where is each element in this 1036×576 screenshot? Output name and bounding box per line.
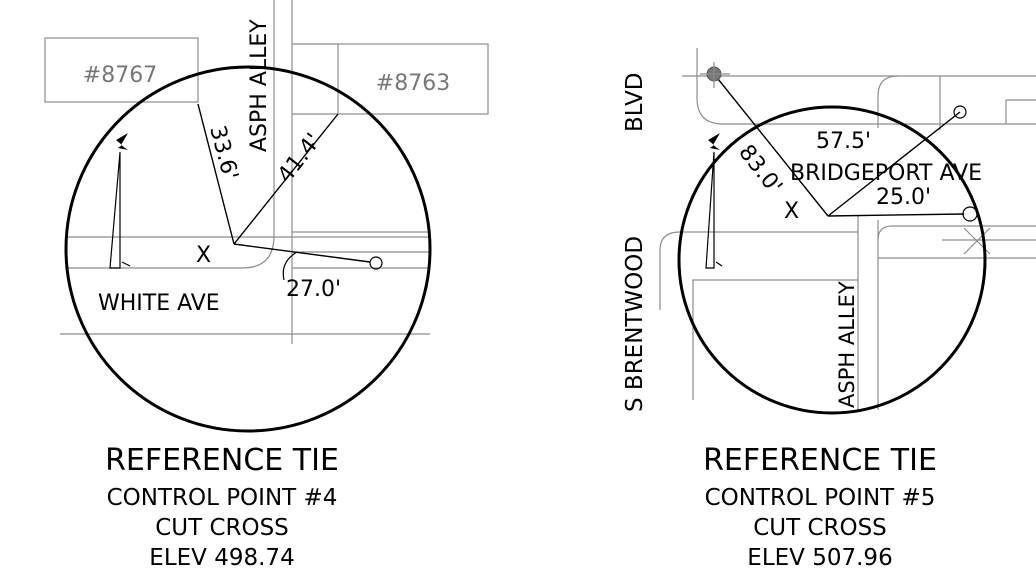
left-reference-tie: #8767 #8763 ASPH ALLEY 33.6' 41.4' X WHI… <box>44 0 489 571</box>
distance-label-2: 57.5' <box>816 129 871 154</box>
tie-heading: REFERENCE TIE <box>105 443 339 478</box>
right-reference-tie: BLVD S BRENTWOOD 83.0' 57.5' BRIDGEPORT … <box>622 48 1036 571</box>
alley-label: ASPH ALLEY <box>835 281 859 408</box>
control-point-label: CONTROL POINT #4 <box>107 485 338 511</box>
tie-line-2 <box>827 111 961 217</box>
tie-line-1 <box>713 73 829 217</box>
reference-point-icon <box>369 256 383 270</box>
point-type-label: CUT CROSS <box>155 515 289 541</box>
tie-line-3 <box>233 243 371 263</box>
distance-label-1: 83.0' <box>733 140 787 199</box>
tie-line-2 <box>233 113 339 245</box>
tie-line-1 <box>197 103 235 245</box>
point-type-label: CUT CROSS <box>753 515 887 541</box>
tie-heading: REFERENCE TIE <box>703 443 937 478</box>
tie-circle <box>677 105 987 415</box>
street-label-blvd: BLVD <box>622 72 648 132</box>
tie-line-3 <box>827 213 965 217</box>
alley-label: ASPH ALLEY <box>247 19 272 152</box>
elevation-label: ELEV 498.74 <box>149 545 294 571</box>
north-arrow-icon <box>109 133 131 269</box>
distance-label-3: 25.0' <box>876 185 931 210</box>
lot-label-8763: #8763 <box>376 71 450 96</box>
leader-arc <box>282 251 298 281</box>
tie-circle <box>64 65 432 433</box>
center-mark: X <box>784 199 799 224</box>
center-mark: X <box>196 243 211 268</box>
street-lines <box>60 231 430 335</box>
street-label-brentwood: S BRENTWOOD <box>622 236 648 412</box>
elevation-label: ELEV 507.96 <box>747 545 892 571</box>
street-lines <box>659 48 1036 410</box>
lot-8767 <box>44 37 199 103</box>
reference-point-icon <box>962 206 978 222</box>
lot-8763 <box>337 43 489 115</box>
north-arrow-icon <box>705 133 723 269</box>
reference-point-icon <box>953 105 967 119</box>
street-label-bridgeport: BRIDGEPORT AVE <box>790 161 982 186</box>
street-label: WHITE AVE <box>98 291 220 316</box>
lot-label-8767: #8767 <box>83 63 157 88</box>
distance-label-3: 27.0' <box>286 277 341 302</box>
control-point-label: CONTROL POINT #5 <box>705 485 936 511</box>
